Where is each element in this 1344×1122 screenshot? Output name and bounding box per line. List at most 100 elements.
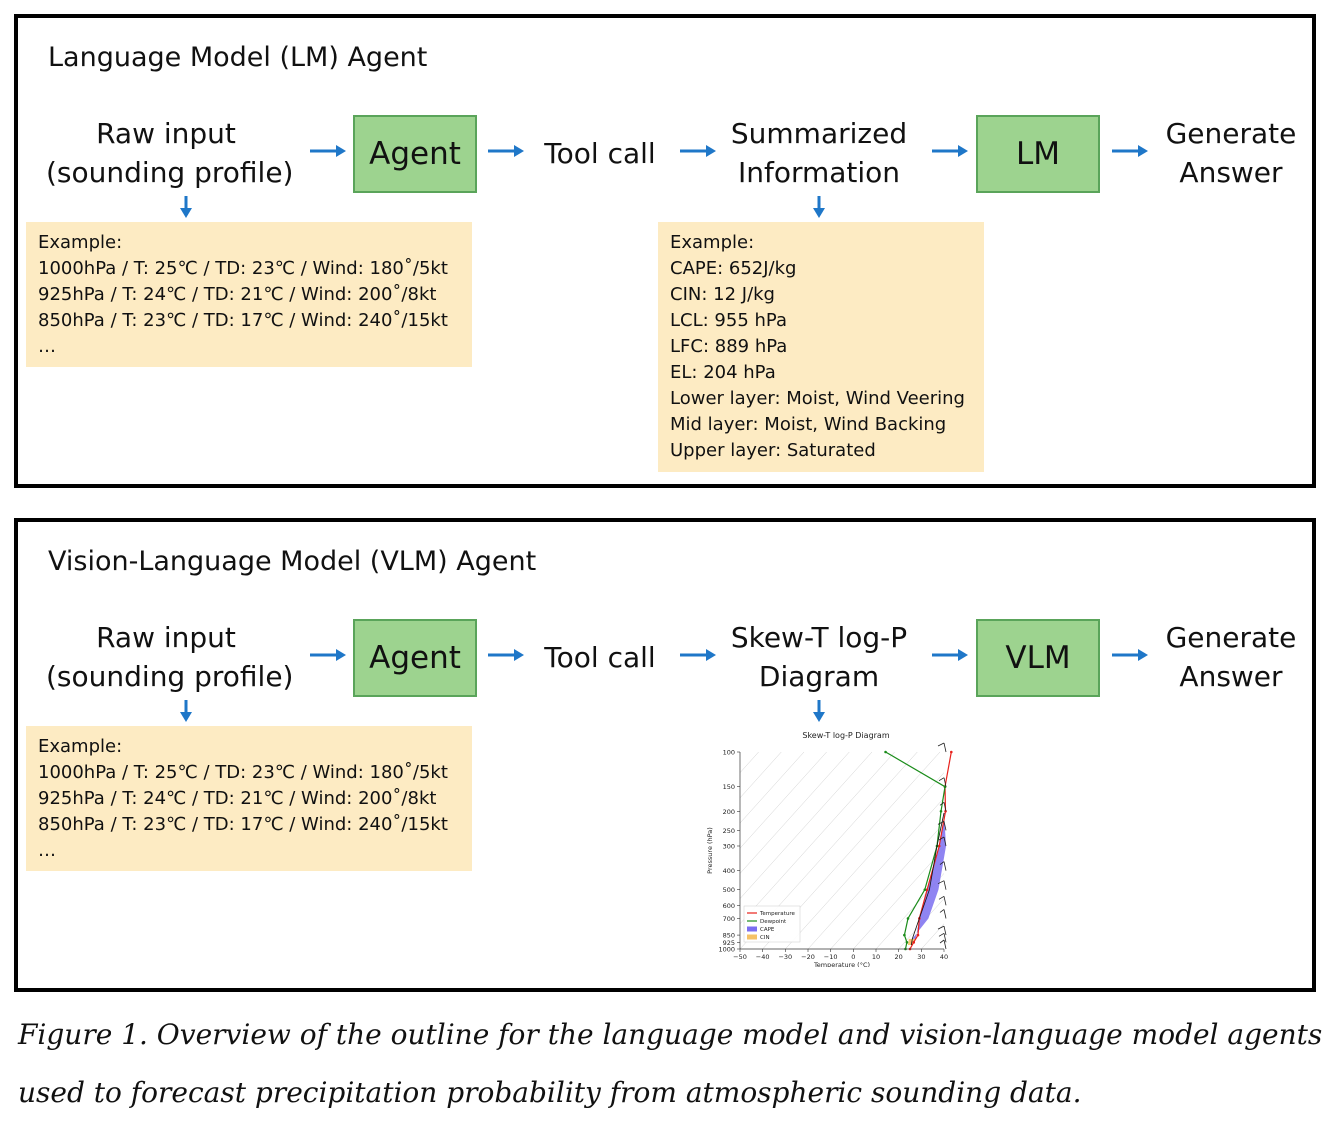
chart-x-tick-label: 0 <box>851 953 855 961</box>
chart-y-tick-label: 300 <box>723 842 735 850</box>
chart-isotherm <box>807 797 944 949</box>
arrow-right-icon <box>310 145 346 157</box>
chart-wind-barbs <box>937 742 947 950</box>
chart-wind-barb <box>943 939 947 950</box>
chart-wind-barb <box>937 742 945 747</box>
skew-t-diagram-label: Skew-T log-P Diagram <box>730 621 908 693</box>
chart-series-point <box>950 750 953 754</box>
chart-series-point <box>937 844 941 848</box>
vlm-box: VLM <box>976 619 1100 697</box>
chart-fills <box>907 812 947 946</box>
chart-x-tick-label: −10 <box>824 953 838 961</box>
agent-box: Agent <box>353 619 477 697</box>
chart-y-tick-label: 400 <box>723 867 735 875</box>
chart-wind-barb <box>943 880 947 890</box>
chart-y-tick-label: 600 <box>723 902 735 910</box>
chart-skew-grid <box>740 752 976 949</box>
chart-cape-area <box>912 812 947 939</box>
tool-call-label: Tool call <box>544 641 656 674</box>
chart-wind-barb <box>939 909 945 913</box>
arrow-down-icon <box>180 196 192 218</box>
arrow-down-icon <box>813 196 825 218</box>
summarized-information-label: Summarized Information <box>730 117 908 189</box>
chart-y-tick-label: 1000 <box>718 946 735 954</box>
chart-isotherm <box>830 822 944 949</box>
chart-x-tick-label: 30 <box>917 953 925 961</box>
chart-wind-barb <box>939 801 945 806</box>
arrow-right-icon <box>1112 145 1148 157</box>
chart-series-point <box>884 750 887 754</box>
chart-isotherm <box>740 752 805 824</box>
chart-wind-barb <box>939 861 945 865</box>
chart-wind-barb <box>938 777 945 782</box>
arrow-right-icon <box>932 649 968 661</box>
chart-legend-swatch <box>747 934 757 940</box>
chart-grid-group <box>740 752 976 949</box>
arrow-right-icon <box>680 145 716 157</box>
chart-x-tick-label: −30 <box>778 953 792 961</box>
chart-isotherm <box>921 923 944 949</box>
chart-series-point <box>905 941 909 944</box>
panel-title: Language Model (LM) Agent <box>48 42 428 73</box>
chart-isotherm <box>875 873 944 949</box>
chart-legend-label: Dewpoint <box>760 919 787 925</box>
raw-input-label: Raw input (sounding profile) <box>46 117 294 189</box>
chart-wind-barb <box>943 821 947 831</box>
tool-call-label: Tool call <box>544 137 656 170</box>
chart-wind-barb <box>943 896 947 906</box>
chart-y-tick-label: 250 <box>723 827 735 835</box>
lm-agent-panel: Language Model (LM) Agent Raw input (sou… <box>14 14 1316 488</box>
chart-isotherm <box>943 948 944 949</box>
chart-y-tick-label: 850 <box>723 932 735 940</box>
chart-y-tick-label: 200 <box>723 808 735 816</box>
chart-wind-barb <box>937 880 945 885</box>
chart-wind-barb <box>938 932 945 937</box>
chart-x-tick-label: −50 <box>733 953 747 961</box>
chart-axes: 1001502002503004005006007008509251000−50… <box>706 749 948 968</box>
chart-y-tick-label: 150 <box>723 783 735 791</box>
chart-wind-barb <box>943 802 947 812</box>
raw-input-label: Raw input (sounding profile) <box>46 621 294 693</box>
chart-wind-barb <box>937 925 945 930</box>
chart-series-point <box>939 810 943 813</box>
vlm-agent-panel: Vision-Language Model (VLM) Agent Raw in… <box>14 518 1316 992</box>
chart-y-axis-label: Pressure (hPa) <box>706 827 714 874</box>
chart-lines <box>884 750 953 951</box>
summarized-example: Example: CAPE: 652J/kg CIN: 12 J/kg LCL:… <box>658 222 984 472</box>
chart-legend-label: Temperature <box>759 911 795 917</box>
chart-isotherm <box>740 752 827 849</box>
chart-series-point <box>903 933 906 937</box>
chart-series-point <box>906 917 910 920</box>
chart-wind-barb <box>943 742 947 753</box>
arrow-right-icon <box>932 145 968 157</box>
chart-isotherm <box>853 847 944 949</box>
arrow-right-icon <box>310 649 346 661</box>
arrow-right-icon <box>488 649 524 661</box>
chart-series-point <box>912 941 916 944</box>
chart-x-tick-label: 10 <box>872 953 880 961</box>
chart-wind-barb <box>938 895 945 900</box>
chart-wind-barb <box>939 939 945 944</box>
raw-input-example: Example: 1000hPa / T: 25℃ / TD: 23℃ / Wi… <box>26 222 472 367</box>
chart-x-tick-label: 20 <box>895 953 903 961</box>
chart-wind-barb <box>937 821 945 825</box>
chart-wind-barb <box>943 836 947 847</box>
lm-box: LM <box>976 115 1100 193</box>
arrow-down-icon <box>180 700 192 722</box>
chart-x-tick-label: −40 <box>756 953 770 961</box>
chart-series-point <box>916 933 920 937</box>
generate-answer-label: Generate Answer <box>1165 621 1297 693</box>
chart-legend-swatch <box>747 926 757 932</box>
chart-x-axis-label: Temperature (°C) <box>813 961 870 967</box>
chart-isotherm <box>740 752 782 799</box>
skew-t-chart: Skew-T log-P Diagram 1001502002503004005… <box>706 731 976 968</box>
chart-wind-barb <box>943 909 947 919</box>
chart-isotherm <box>740 752 873 900</box>
chart-wind-barb <box>943 926 947 936</box>
chart-isotherm <box>967 752 976 949</box>
figure-caption: Figure 1. Overview of the outline for th… <box>18 1018 1323 1109</box>
raw-input-example: Example: 1000hPa / T: 25℃ / TD: 23℃ / Wi… <box>26 726 472 871</box>
chart-x-tick-label: 40 <box>940 953 948 961</box>
chart-legend-label: CAPE <box>760 927 775 933</box>
